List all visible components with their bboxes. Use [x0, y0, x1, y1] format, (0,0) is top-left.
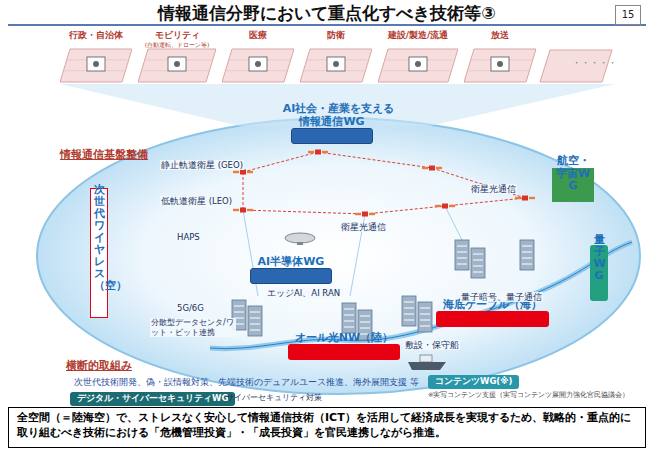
- satellites: [233, 150, 535, 217]
- wireless-box: 次世代ワイヤレス（空）: [90, 188, 108, 318]
- node-label: 全空間（＝陸海空）で、ストレスなく安心して情報通信技術（ICT）を活用して経済成…: [17, 411, 637, 441]
- node-label: 行政・自治体: [60, 30, 132, 41]
- node-label: コンテンツWG(※): [435, 376, 512, 388]
- tech-label: 敷設・保守船: [404, 340, 460, 350]
- wg-box: 航空・宇宙WG: [552, 168, 594, 202]
- ellipsis: ・・・・・: [572, 58, 617, 69]
- network-box: オール光NW（陸）: [288, 344, 400, 360]
- tile-shape: [378, 48, 458, 84]
- sector-tile: 放送: [464, 30, 536, 84]
- wg-box: 量子WG: [590, 245, 608, 301]
- initiative-list: 次世代技術開発、偽・誤情報対策、先端技術のデュアルユース推進、海外展開支援 等: [74, 377, 419, 387]
- satellite-links: [243, 152, 525, 214]
- orbit-label: 静止軌道衛星 (GEO): [160, 160, 244, 170]
- sector-tile: 行政・自治体: [60, 30, 132, 84]
- wg-box: AI半導体WG: [250, 268, 333, 284]
- beams: [243, 206, 462, 296]
- sector-tile: 医療: [222, 30, 294, 84]
- node-label: 量子WG: [594, 234, 605, 282]
- summary-box: 全空間（＝陸海空）で、ストレスなく安心して情報通信技術（ICT）を活用して経済成…: [8, 407, 646, 448]
- node-label: AI社会・産業を支える: [35, 101, 642, 116]
- node-label: AI半導体WG: [258, 254, 325, 269]
- cable-core: [210, 242, 632, 349]
- node-label: 次世代ワイヤレス（空）: [94, 184, 105, 293]
- node-sublabel: (自動運転、ドローン等): [138, 41, 216, 48]
- footnote: ※実写コンテンツ支援（実写コンテンツ展開力強化官民協議会）: [428, 392, 629, 400]
- slide-title: 情報通信分野において重点化すべき技術等③: [0, 2, 654, 25]
- cable: [210, 242, 632, 349]
- sector-tile: モビリティ(自動運転、ドローン等): [138, 30, 216, 84]
- node-label: 建設/製造/流通: [378, 30, 458, 41]
- node-label: 防衛: [300, 30, 372, 41]
- tile-shape: [222, 48, 294, 84]
- node-label: 放送: [464, 30, 536, 41]
- ship: [408, 355, 446, 370]
- node-label: オール光NW（陸）: [295, 330, 393, 345]
- orbit-label: HAPS: [176, 232, 201, 242]
- sector-tile: 建設/製造/流通: [378, 30, 458, 84]
- wg-box: コンテンツWG(※): [428, 375, 519, 389]
- tech-label: 量子暗号、量子通信: [460, 292, 543, 302]
- node-label: モビリティ: [138, 30, 216, 41]
- node-label: 航空・宇宙WG: [554, 155, 592, 193]
- tile-shape: [464, 48, 536, 84]
- orbit-label: 低軌道衛星 (LEO): [160, 196, 233, 206]
- network-box: 海底ケーブル（海）: [436, 311, 549, 327]
- tile-shape: [60, 48, 132, 84]
- tech-label: エッジAI、AI RAN: [266, 288, 341, 298]
- section-heading: 情報通信基盤整備: [60, 148, 148, 161]
- note-label: サイバーセキュリティ対策: [226, 393, 322, 403]
- wg-box: 情報通信WG: [291, 128, 372, 144]
- tech-label: 5G/6G: [176, 303, 205, 313]
- section-heading: 横断的取組み: [66, 359, 132, 372]
- node-label: デジタル・サイバーセキュリティWG: [77, 393, 228, 405]
- link-label: 衛星光通信: [340, 222, 387, 232]
- link-label: 衛星光通信: [470, 184, 517, 194]
- tile-shape: [300, 48, 372, 84]
- tech-label: 分散型データセンタ/ワット・ビット連携: [150, 318, 236, 337]
- node-label: 情報通信WG: [299, 114, 364, 129]
- tile-shape: [138, 48, 216, 84]
- sector-tile: 防衛: [300, 30, 372, 84]
- page-number: 15: [615, 5, 641, 25]
- title-rule: [8, 24, 646, 26]
- node-label: 15: [616, 6, 640, 24]
- node-label: 医療: [222, 30, 294, 41]
- haps-airship: [285, 233, 315, 245]
- wg-box: デジタル・サイバーセキュリティWG: [70, 392, 235, 406]
